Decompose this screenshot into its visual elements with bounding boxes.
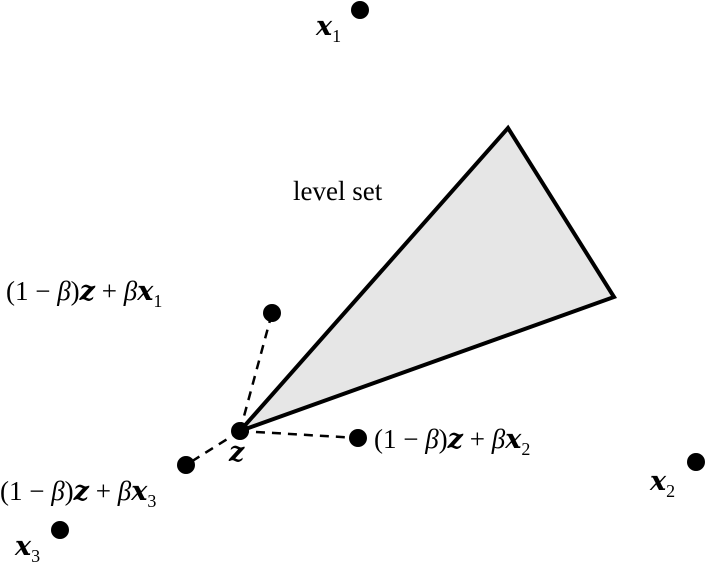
label-combo-1: (1 − β)z + βx1 [6, 276, 162, 311]
point-combo-1 [263, 304, 281, 322]
dashed-line-to-combo-3 [185, 429, 241, 467]
point-z [231, 422, 249, 440]
label-x3: x3 [14, 531, 40, 565]
label-combo-3: (1 − β)z + βx3 [0, 476, 156, 511]
point-x2 [687, 453, 705, 471]
label-x2: x2 [649, 466, 675, 501]
label-combo-2: (1 − β)z + βx2 [374, 424, 530, 459]
point-combo-2 [349, 429, 367, 447]
point-combo-3 [177, 456, 195, 474]
dashed-line-to-combo-1 [238, 312, 274, 432]
level-set-region [238, 124, 618, 433]
label-x1: x1 [315, 11, 341, 46]
label-z: z [228, 437, 245, 468]
dashed-line-to-combo-2 [239, 429, 359, 440]
level-set-label: level set [293, 176, 383, 206]
point-x1 [351, 1, 369, 19]
point-x3 [51, 521, 69, 539]
